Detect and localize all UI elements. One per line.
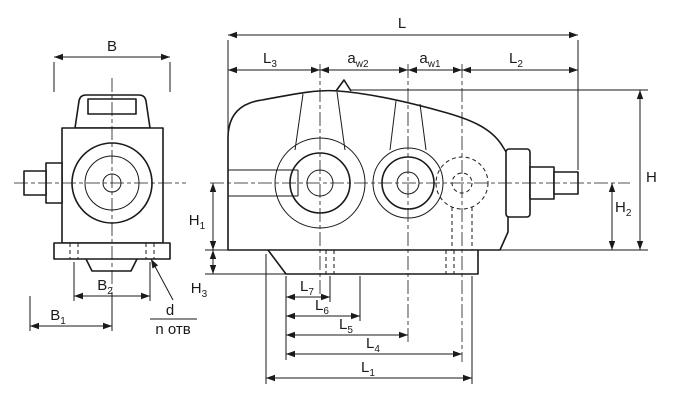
dim-label-aw2: aw2	[347, 50, 369, 70]
dim-label-B1: B1	[50, 307, 66, 327]
extension-lines-top	[227, 40, 579, 170]
extension-lines-H	[350, 89, 648, 251]
dim-label-H3: H3	[191, 280, 208, 300]
dim-label-L: L	[398, 15, 406, 32]
dim-label-L6: L6	[315, 297, 329, 317]
side-view	[210, 64, 630, 362]
front-foot-bolt-holes	[69, 243, 155, 259]
dim-label-L5: L5	[339, 316, 353, 336]
dim-label-H: H	[646, 169, 657, 186]
extension-lines-B	[53, 62, 171, 92]
dim-label-L3: L3	[263, 50, 277, 70]
dim-label-L1: L1	[361, 359, 375, 379]
dim-label-H1: H1	[189, 212, 206, 232]
dim-label-L2: L2	[509, 50, 523, 70]
dim-label-B: B	[107, 38, 117, 55]
extension-lines-H1-H3	[205, 249, 286, 275]
front-view	[14, 78, 186, 288]
extension-lines-B1	[29, 292, 113, 331]
dim-label-d: d	[166, 302, 174, 319]
shaft3-hidden-lines	[451, 207, 473, 250]
leader-line-bolt-hole	[150, 258, 174, 301]
dim-label-n-otv: n отв	[155, 321, 190, 338]
dim-label-aw1: aw1	[419, 50, 441, 70]
dim-label-B2: B2	[97, 277, 113, 297]
dim-label-L7: L7	[300, 278, 314, 298]
front-view-dimensions: B B2 B1 d n отв	[29, 38, 197, 338]
base-plate	[267, 249, 479, 275]
shaft1-boss-lines	[294, 91, 346, 151]
base-bolt-holes	[325, 250, 455, 274]
side-view-dimensions: L L3 aw2 aw1 L2 H H2 H1 H3 L7 L6 L5 L4 L…	[189, 15, 657, 384]
lifting-lug	[335, 79, 352, 92]
side-left-boss-ribs	[228, 169, 299, 197]
dim-label-H2: H2	[615, 199, 632, 219]
front-housing-body	[61, 127, 164, 244]
dim-label-L4: L4	[366, 335, 380, 355]
shaft2-boss-lines	[389, 100, 427, 151]
front-bottom-bulge	[85, 258, 138, 272]
